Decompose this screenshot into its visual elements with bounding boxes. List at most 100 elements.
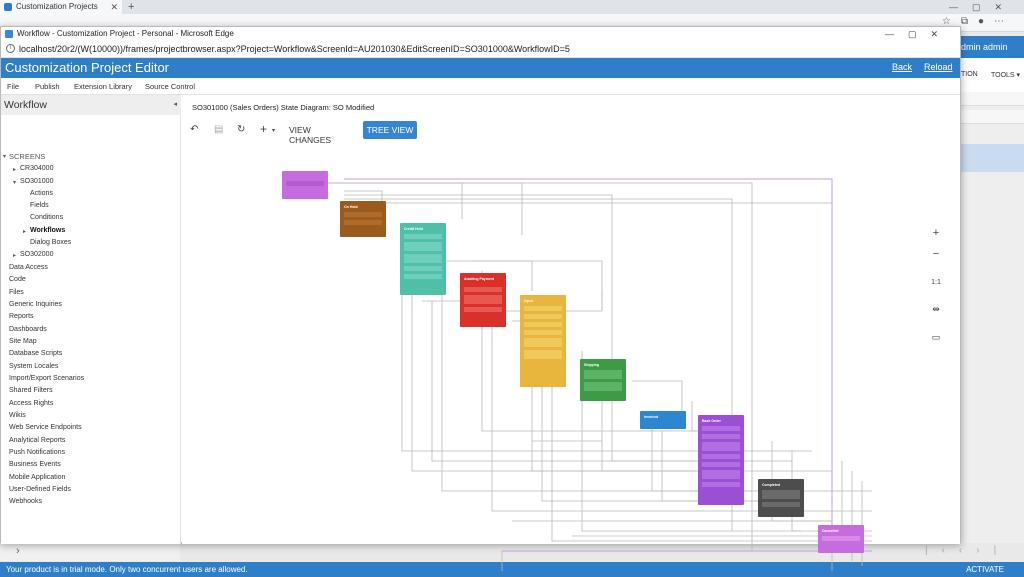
tree-item-fields[interactable]: Fields [30,202,49,209]
add-icon[interactable]: + [260,122,268,136]
more-icon[interactable]: ⋯ [994,16,1014,27]
menu-source-control[interactable]: Source Control [145,82,196,91]
node-credit-hold[interactable]: Credit Hold [400,223,446,295]
tree-item-access-rights[interactable]: Access Rights [9,400,54,407]
zoom-reset-button[interactable]: 1:1 [931,279,941,286]
outer-panel-highlight [961,144,1024,172]
outer-menu-partial[interactable]: TION [961,71,978,78]
screens-collapse-icon[interactable]: ▾ [3,154,7,160]
info-icon[interactable]: i [6,44,15,53]
tree-view-button[interactable]: TREE VIEW [363,121,417,139]
node-invoiced[interactable]: Invoiced [640,411,686,429]
menu-extension-library[interactable]: Extension Library [74,82,132,91]
tree-item-files[interactable]: Files [9,289,24,296]
favorites-icon[interactable]: ☆ [941,16,961,27]
node-initial[interactable] [282,171,328,199]
fit-width-icon[interactable]: ⇹ [932,304,940,314]
node-shipping[interactable]: Shipping [580,359,626,401]
node-awaiting-payment[interactable]: Awaiting Payment [460,273,506,327]
node-shipping-label: Shipping [584,363,599,367]
add-dropdown-icon[interactable]: ▾ [272,128,276,134]
collections-icon[interactable]: ⧉ [960,16,978,27]
popup-close-icon[interactable]: ✕ [930,29,952,39]
minimap-icon[interactable]: ▭ [931,332,941,342]
tree-item-import-export[interactable]: Import/Export Scenarios [9,375,85,382]
popup-window: Workflow - Customization Project - Perso… [0,26,961,571]
tree-item-generic-inquiries[interactable]: Generic Inquiries [9,301,62,308]
tree-item-analytical-reports[interactable]: Analytical Reports [9,437,66,444]
close-tab-icon[interactable]: ✕ [110,2,118,12]
node-back-order[interactable]: Back Order [698,415,744,505]
outer-pager[interactable]: |‹‹›| [925,545,1011,556]
tree-item-webhooks[interactable]: Webhooks [9,498,42,505]
tree-item-so302000[interactable]: SO302000 [20,251,54,258]
minimize-icon[interactable]: — [948,2,972,12]
save-icon[interactable]: ▤ [214,124,224,135]
outer-panel-row [961,110,1024,124]
outer-tools-menu[interactable]: TOOLS ▾ [991,72,1021,79]
menu-file[interactable]: File [7,82,20,91]
tree-item-reports[interactable]: Reports [9,313,34,320]
popup-window-controls[interactable]: —▢✕ [885,27,952,41]
outer-user-name[interactable]: dmin admin [961,42,1008,52]
close-window-icon[interactable]: ✕ [994,2,1016,12]
tree-item-shared-filters[interactable]: Shared Filters [9,387,53,394]
zoom-in-icon[interactable]: + [932,227,940,239]
zoom-out-icon[interactable]: − [932,248,940,260]
node-on-hold-label: On Hold [344,205,358,209]
tree-screens[interactable]: SCREENS [9,152,46,161]
reload-link[interactable]: Reload [924,62,953,72]
expand-chevron-icon[interactable]: › [16,545,20,557]
outer-app-menu: TION TOOLS ▾ [961,58,1024,92]
sidebar-header: Workflow ◂ [1,95,181,115]
tree-item-database-scripts[interactable]: Database Scripts [9,350,63,357]
undo-icon[interactable]: ↶ [190,124,199,135]
node-open[interactable]: Open [520,295,566,387]
tree-item-push-notifications[interactable]: Push Notifications [9,449,66,456]
tree-item-mobile-application[interactable]: Mobile Application [9,474,66,481]
refresh-icon[interactable]: ↻ [237,124,246,135]
tree-expand-icon[interactable]: ▸ [13,167,17,173]
node-cancelled[interactable]: Cancelled [818,525,864,553]
diagram-connectors [312,182,872,571]
tree-collapse-icon[interactable]: ▾ [13,180,17,186]
outer-window-controls[interactable]: —▢✕ [949,0,1016,14]
tree-item-dashboards[interactable]: Dashboards [9,326,47,333]
popup-minimize-icon[interactable]: — [884,29,908,39]
new-tab-icon[interactable]: + [128,1,135,13]
tree-item-actions[interactable]: Actions [30,190,53,197]
tree-item-system-locales[interactable]: System Locales [9,363,59,370]
status-bar: Your product is in trial mode. Only two … [0,562,1024,577]
node-completed[interactable]: Completed [758,479,804,517]
popup-maximize-icon[interactable]: ▢ [907,29,931,39]
back-link[interactable]: Back [892,62,913,72]
tree-expand-icon[interactable]: ▸ [23,229,27,235]
tree-item-code[interactable]: Code [9,276,26,283]
view-changes-button[interactable]: VIEW CHANGES [289,125,332,145]
collapse-sidebar-icon[interactable]: ◂ [173,101,177,108]
diagram-area: SO301000 (Sales Orders) State Diagram: S… [182,95,960,571]
tree-item-wikis[interactable]: Wikis [9,412,26,419]
address-bar[interactable]: i localhost/20r2/(W(10000))/frames/proje… [1,41,960,58]
tree-item-data-access[interactable]: Data Access [9,264,48,271]
state-diagram[interactable]: On Hold Credit Hold Awaiting Payment [272,171,872,571]
tree-item-site-map[interactable]: Site Map [9,338,37,345]
tree-item-cr304000[interactable]: CR304000 [20,165,54,172]
activate-link[interactable]: ACTIVATE [966,565,1004,574]
outer-toolbar-icons[interactable]: ☆⧉●⋯ [942,16,1014,27]
menu-publish[interactable]: Publish [35,82,60,91]
outer-browser-tab[interactable]: Customization Projects ✕ [0,0,122,14]
tree-expand-icon[interactable]: ▸ [13,253,17,259]
address-url[interactable]: localhost/20r2/(W(10000))/frames/project… [19,44,570,54]
tree-item-business-events[interactable]: Business Events [9,461,61,468]
tree-item-user-defined-fields[interactable]: User-Defined Fields [9,486,71,493]
maximize-icon[interactable]: ▢ [971,2,995,12]
tree-item-conditions[interactable]: Conditions [30,214,64,221]
trial-message: Your product is in trial mode. Only two … [6,565,248,574]
tree-item-workflows[interactable]: Workflows [30,227,66,234]
tree-item-so301000[interactable]: SO301000 [20,178,54,185]
profile-icon[interactable]: ● [977,16,994,27]
tree-item-web-service-endpoints[interactable]: Web Service Endpoints [9,424,82,431]
node-on-hold[interactable]: On Hold [340,201,386,237]
tree-item-dialog-boxes[interactable]: Dialog Boxes [30,239,72,246]
